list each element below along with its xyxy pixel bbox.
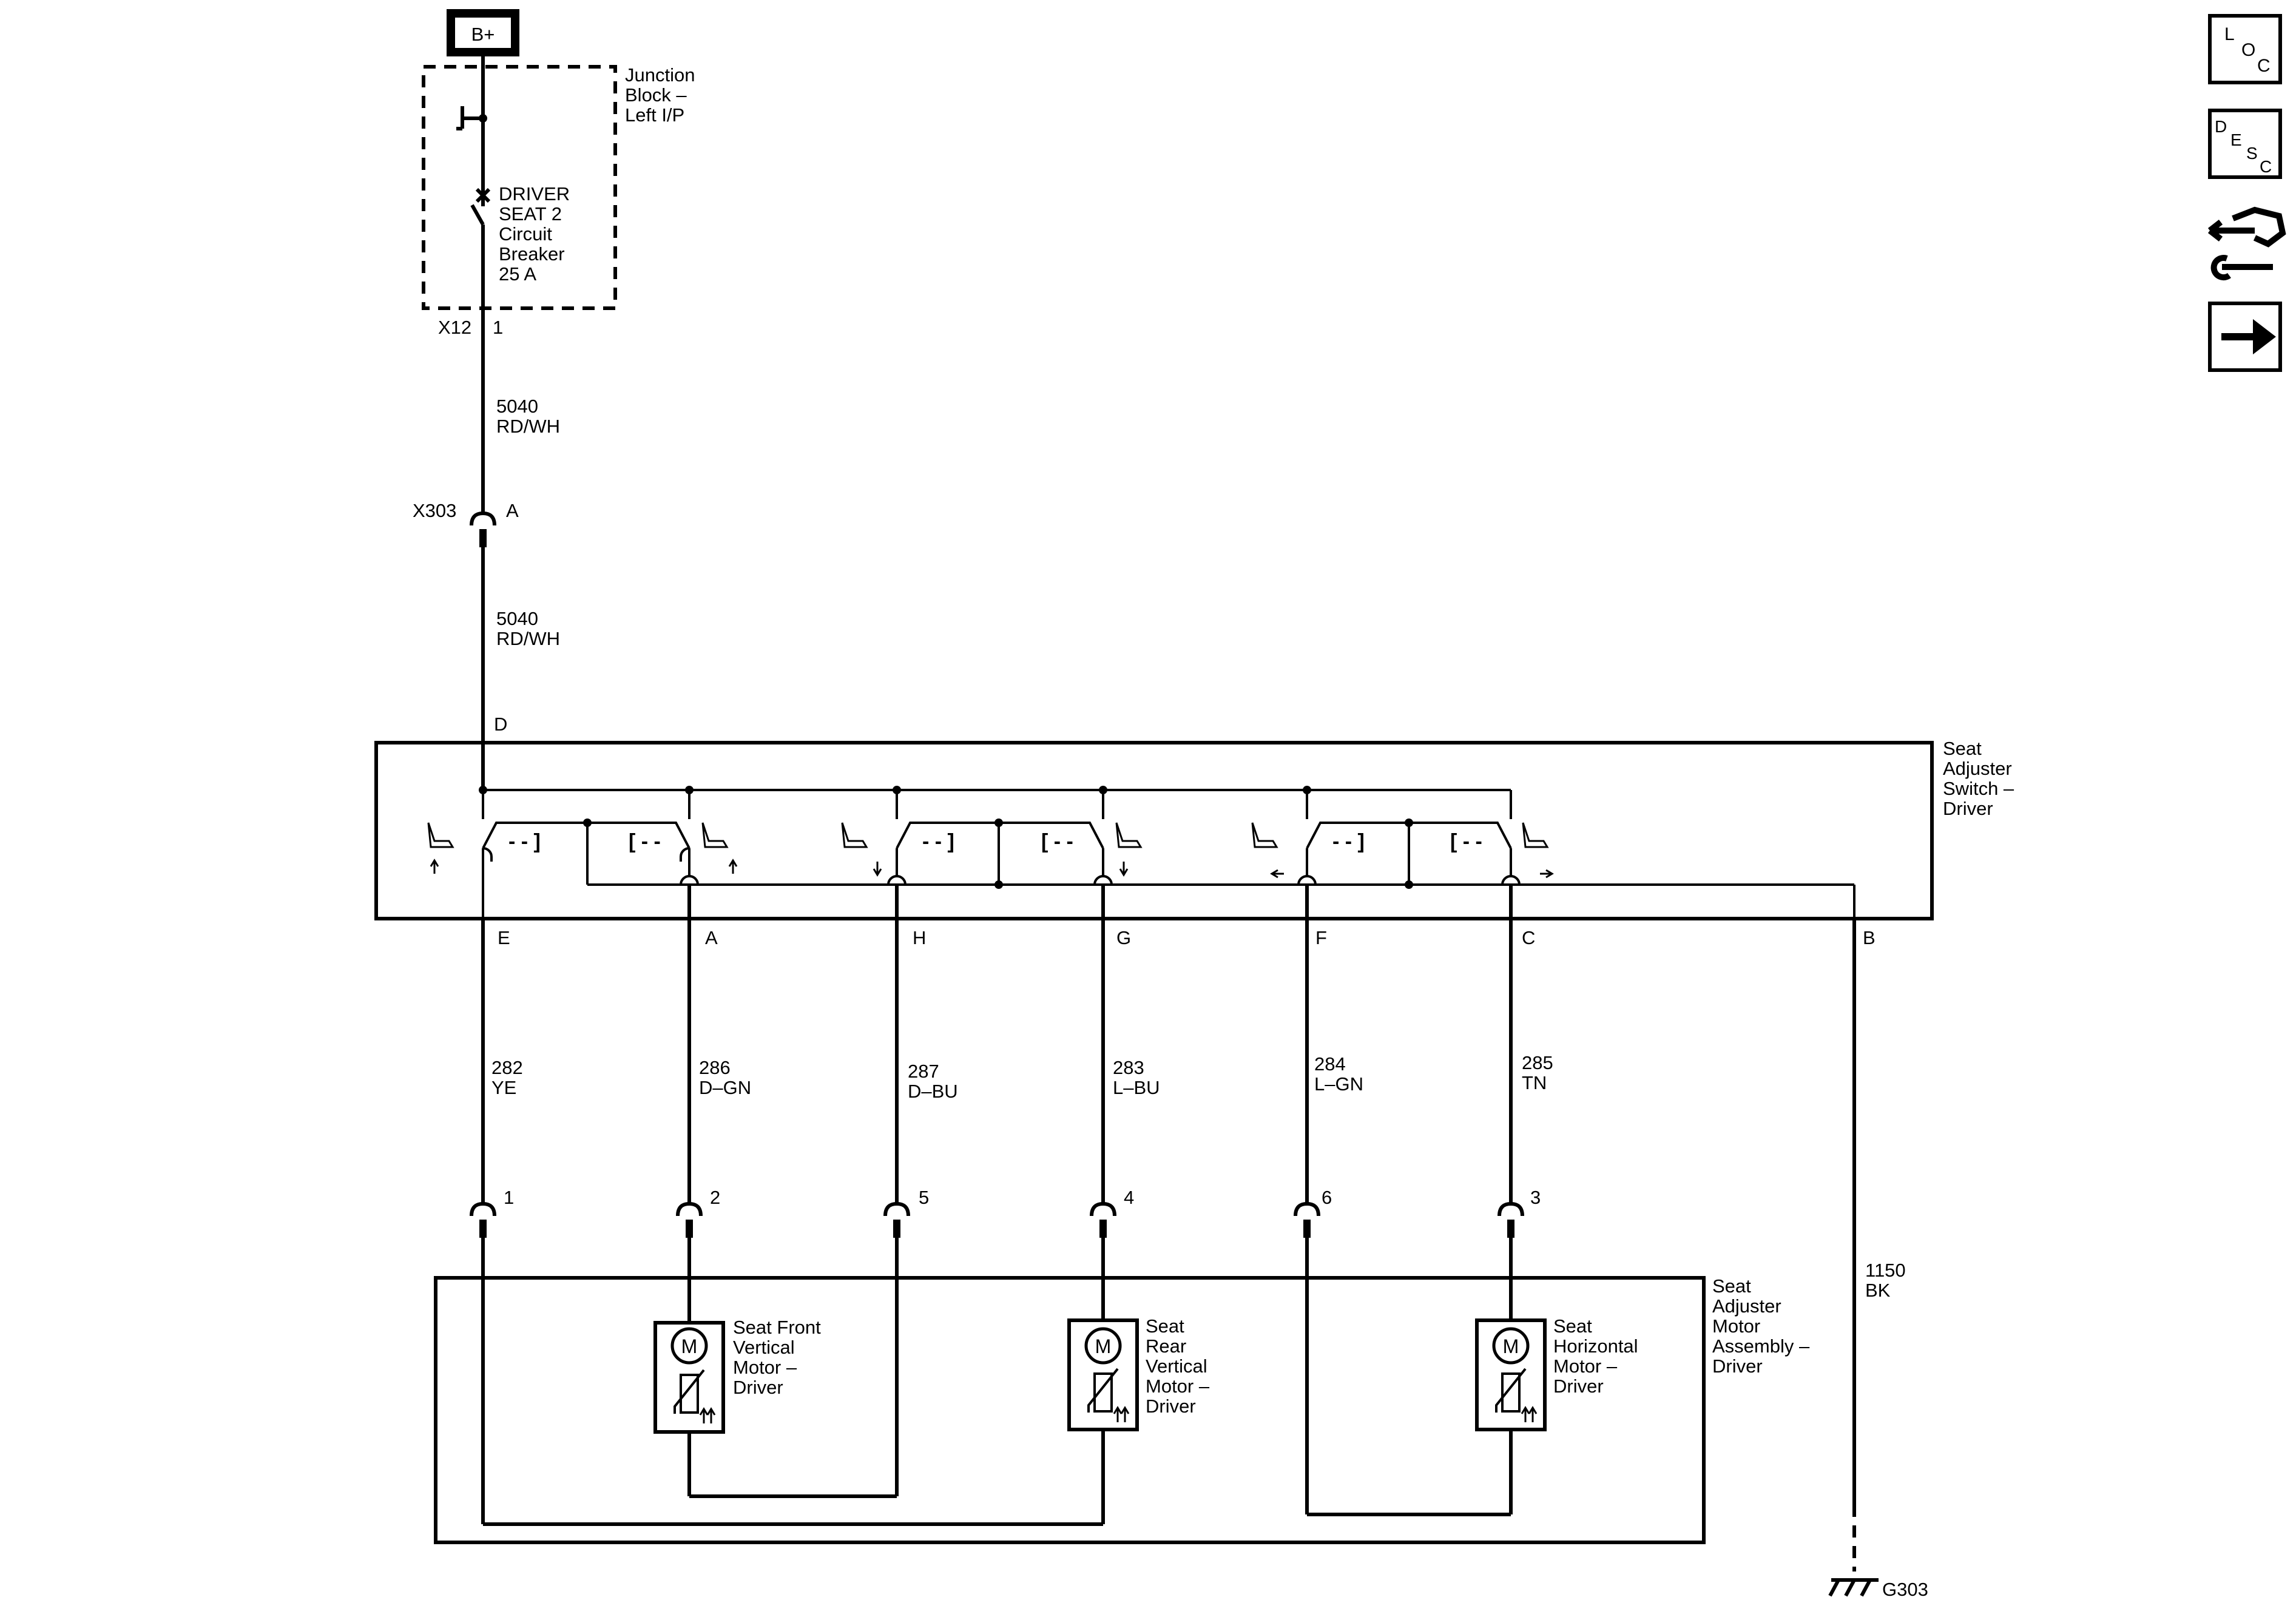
seat-adjuster-motor-assembly: Seat Adjuster Motor Assembly – Driver M bbox=[434, 1238, 1815, 1544]
switch-pin-a: A bbox=[705, 927, 718, 948]
seat-up-icon bbox=[427, 822, 454, 874]
wire-5040-upper-label: 5040 RD/WH bbox=[496, 396, 560, 437]
ground-g303-label: G303 bbox=[1882, 1579, 1928, 1600]
ground-circuit: 1150 BK G303 bbox=[1828, 919, 1928, 1600]
seat-rearward-icon bbox=[1251, 822, 1284, 879]
seat-icons bbox=[427, 822, 1554, 879]
contact-glyph: - - ] bbox=[1332, 830, 1365, 853]
position-sensor-icon bbox=[1495, 1368, 1538, 1422]
seat-rear-vertical-motor-label: Seat Rear Vertical Motor – Driver bbox=[1146, 1315, 1215, 1417]
switch-pin-h: H bbox=[913, 927, 926, 948]
switch-pin-b: B bbox=[1863, 927, 1876, 948]
connector-repair-icon[interactable] bbox=[2207, 206, 2286, 281]
seat-front-vertical-motor: M Seat Front Vertical Motor – Driver bbox=[653, 1317, 826, 1434]
seat-down-icon bbox=[841, 822, 882, 877]
motor-pin-2: 2 bbox=[710, 1187, 720, 1208]
nav-panel: L O C D E S C bbox=[2207, 14, 2286, 372]
motor-assembly-label: Seat Adjuster Motor Assembly – Driver bbox=[1712, 1275, 1815, 1377]
tap-symbol bbox=[456, 106, 483, 130]
switch-contacts-horizontal: - - ] [ - - bbox=[1306, 822, 1512, 853]
power-label: B+ bbox=[471, 24, 495, 45]
motor-pin-6: 6 bbox=[1322, 1187, 1332, 1208]
position-sensor-icon bbox=[1087, 1368, 1130, 1422]
circuit-breaker-label: DRIVER SEAT 2 Circuit Breaker 25 A bbox=[499, 183, 575, 285]
svg-text:L: L bbox=[2224, 24, 2235, 44]
junction-block-left-ip: Junction Block – Left I/P DRIVER SEAT 2 … bbox=[422, 64, 700, 310]
motor-symbol: M bbox=[681, 1335, 698, 1357]
svg-text:S: S bbox=[2246, 144, 2258, 163]
seat-adjuster-switch: D Seat Adjuster Switch – Driver bbox=[374, 714, 2019, 920]
motor-symbol: M bbox=[1503, 1335, 1519, 1357]
circuit-wires bbox=[481, 885, 1513, 1204]
switch-contacts-front-vertical: - - ] [ - - bbox=[482, 822, 690, 862]
next-arrow-icon[interactable] bbox=[2208, 302, 2282, 372]
switch-contacts-rear-vertical: - - ] [ - - bbox=[896, 822, 1104, 853]
svg-text:C: C bbox=[2260, 157, 2272, 176]
contact-glyph: - - ] bbox=[922, 830, 954, 853]
seat-horizontal-motor: M Seat Horizontal Motor – Driver bbox=[1475, 1315, 1643, 1431]
svg-text:C: C bbox=[2257, 56, 2271, 76]
circuit-breaker bbox=[470, 118, 491, 308]
loc-button[interactable]: L O C bbox=[2208, 14, 2282, 84]
power-source-b-plus: B+ bbox=[447, 9, 519, 56]
desc-button[interactable]: D E S C bbox=[2208, 109, 2282, 179]
position-sensor-icon bbox=[674, 1369, 716, 1423]
motor-connectors bbox=[470, 1201, 1524, 1238]
connector-x303 bbox=[470, 511, 496, 547]
seat-forward-icon bbox=[1522, 822, 1554, 879]
connector-x303-label: X303 bbox=[413, 500, 456, 521]
switch-label: Seat Adjuster Switch – Driver bbox=[1943, 738, 2019, 819]
seat-horizontal-motor-label: Seat Horizontal Motor – Driver bbox=[1553, 1315, 1643, 1397]
switch-pin-f: F bbox=[1315, 927, 1327, 948]
svg-text:D: D bbox=[2215, 117, 2227, 136]
switch-pin-c: C bbox=[1522, 927, 1535, 948]
seat-front-vertical-motor-label: Seat Front Vertical Motor – Driver bbox=[733, 1317, 826, 1398]
seat-down-icon bbox=[1115, 822, 1143, 877]
connector-x12-label: X12 bbox=[438, 317, 471, 338]
motor-pin-1: 1 bbox=[504, 1187, 514, 1208]
motor-pin-5: 5 bbox=[919, 1187, 929, 1208]
motor-pin-3: 3 bbox=[1530, 1187, 1541, 1208]
motor-pin-4: 4 bbox=[1124, 1187, 1134, 1208]
junction-block-label: Junction Block – Left I/P bbox=[625, 64, 700, 126]
contact-glyph: [ - - bbox=[1450, 830, 1482, 853]
motor-symbol: M bbox=[1095, 1335, 1112, 1357]
ground-symbol-icon bbox=[1828, 1578, 1879, 1597]
switch-feed-pin: D bbox=[494, 714, 507, 735]
seat-rear-vertical-motor: M Seat Rear Vertical Motor – Driver bbox=[1067, 1315, 1215, 1431]
connector-x303-pin: A bbox=[506, 500, 519, 521]
seat-up-icon bbox=[701, 822, 738, 874]
wire-1150-label: 1150 BK bbox=[1865, 1260, 1911, 1301]
contact-glyph: - - ] bbox=[508, 830, 541, 853]
svg-text:O: O bbox=[2241, 40, 2255, 60]
contact-glyph: [ - - bbox=[1041, 830, 1073, 853]
switch-pin-g: G bbox=[1116, 927, 1131, 948]
contact-glyph: [ - - bbox=[629, 830, 661, 853]
svg-text:E: E bbox=[2230, 130, 2242, 149]
switch-pin-e: E bbox=[498, 927, 510, 948]
wire-5040-lower-label: 5040 RD/WH bbox=[496, 608, 560, 649]
connector-x12-pin: 1 bbox=[493, 317, 503, 338]
